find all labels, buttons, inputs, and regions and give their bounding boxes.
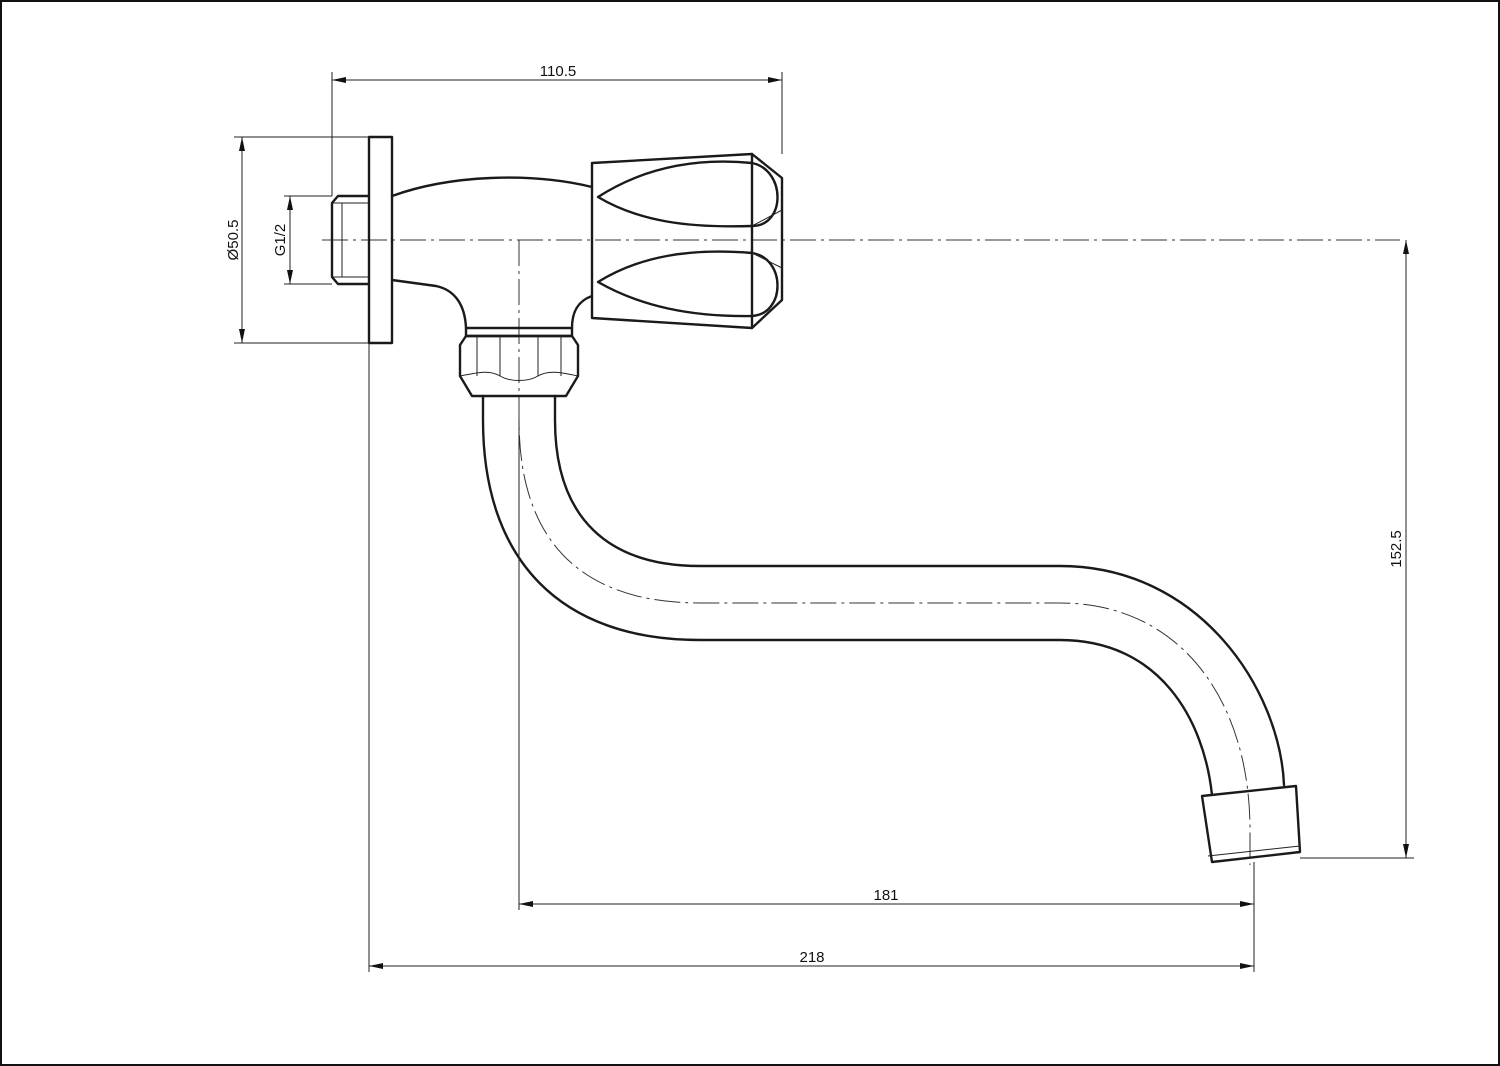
dimension-thread: G1/2	[272, 195, 332, 285]
wall-flange	[367, 135, 394, 345]
dimension-top-length: 110.5	[331, 63, 783, 196]
dimension-thread-label: G1/2	[272, 224, 289, 257]
threaded-inlet	[330, 194, 371, 286]
union-nut	[458, 334, 580, 398]
spout-tube	[481, 394, 1286, 797]
spout-centerline	[518, 240, 1251, 865]
handle-knob	[590, 152, 784, 330]
valve-body	[390, 176, 594, 338]
dimension-spout-reach: 181	[518, 420, 1255, 972]
dimension-height-label: 152.5	[1388, 530, 1405, 568]
aerator-outlet	[1200, 784, 1302, 864]
dimension-flange-diameter: Ø50.5	[225, 136, 369, 344]
dimension-spout-reach-label: 181	[873, 887, 898, 904]
dimension-top-length-label: 110.5	[540, 63, 576, 80]
dimension-overall-length-label: 218	[799, 949, 824, 966]
dimension-flange-diameter-label: Ø50.5	[225, 220, 242, 261]
dimension-height: 152.5	[1300, 240, 1414, 859]
dimension-overall-length: 218	[368, 343, 1254, 972]
